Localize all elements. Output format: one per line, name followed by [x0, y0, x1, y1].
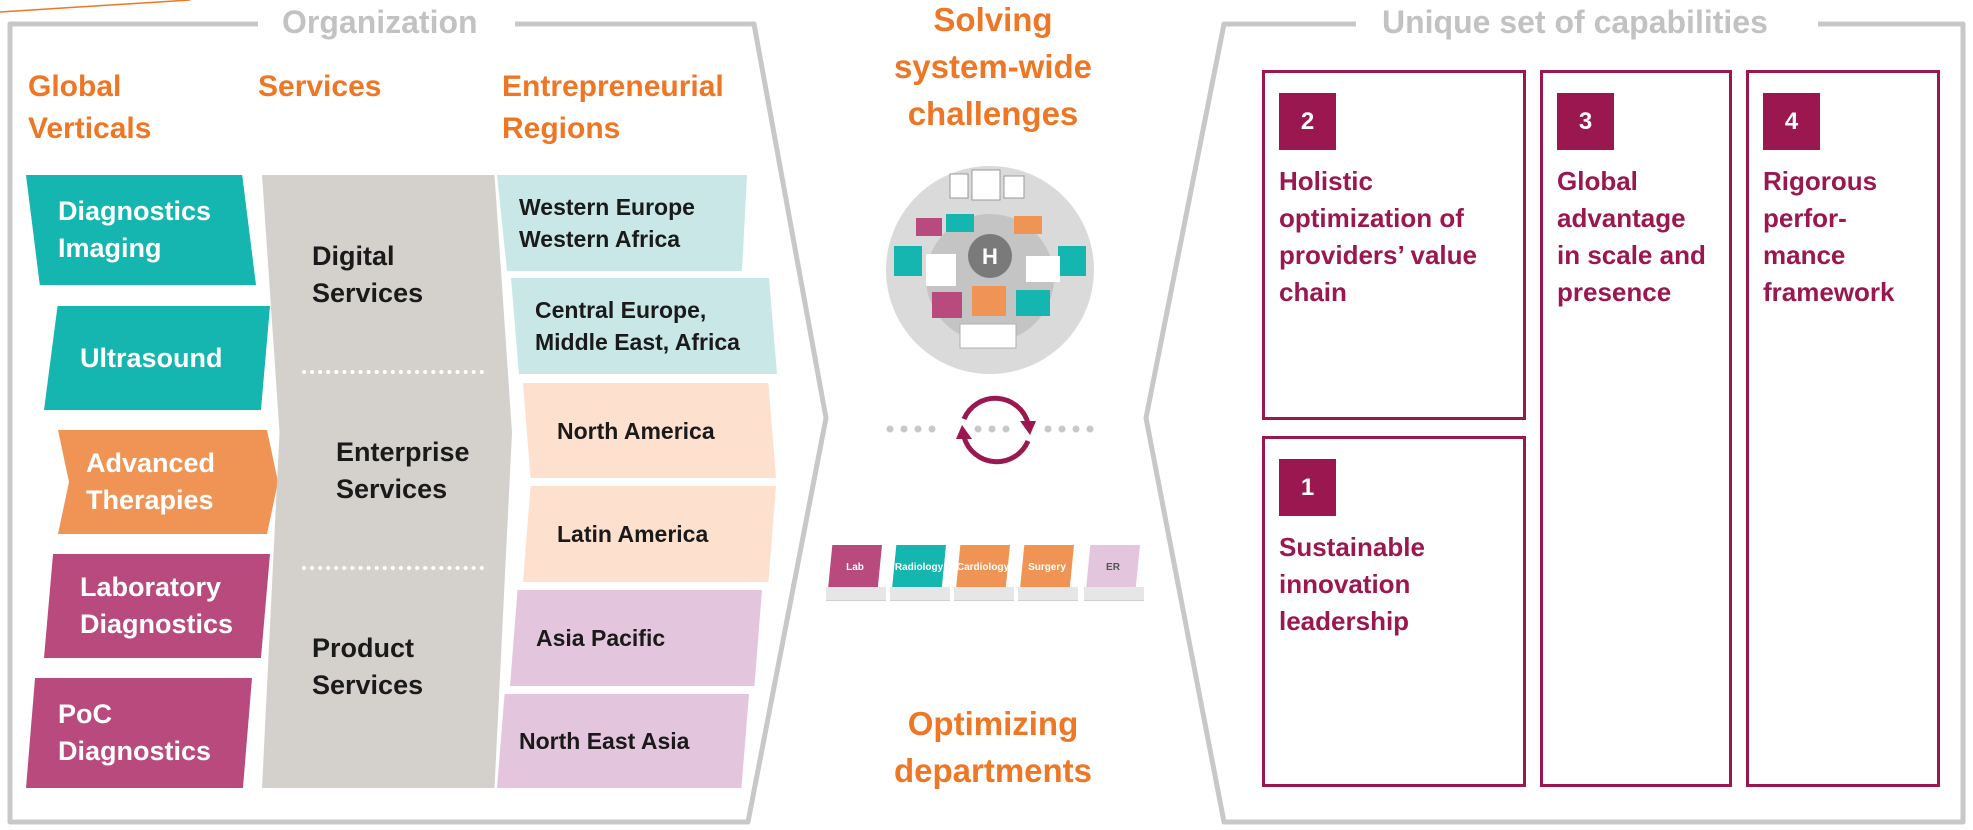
capability-number: 1 — [1279, 459, 1336, 516]
region-asia-pacific: Asia Pacific — [510, 590, 762, 686]
region-label: North East Asia — [519, 728, 690, 754]
title-line: system-wide — [893, 48, 1093, 85]
vertical-label: Diagnostics — [58, 196, 212, 226]
capability-line: innovation — [1279, 569, 1411, 599]
regions-header: Entrepreneurial Regions — [502, 66, 724, 150]
services-divider — [302, 370, 484, 374]
vertical-poc-diagnostics: PoC Diagnostics — [26, 678, 252, 788]
capability-number: 3 — [1557, 93, 1614, 150]
vertical-label: Imaging — [58, 233, 162, 263]
service-enterprise: Enterprise Services — [336, 434, 470, 508]
cycle-arrows-icon — [886, 395, 1094, 465]
service-label: Services — [312, 278, 424, 308]
capability-line: in scale and — [1557, 240, 1706, 270]
capability-box-2: 2 Holistic optimization of providers’ va… — [1262, 70, 1526, 420]
capability-text: Holistic optimization of providers’ valu… — [1279, 163, 1477, 311]
title-line: Solving — [933, 1, 1053, 38]
vertical-label: PoC — [58, 699, 112, 729]
capability-line: advantage — [1557, 203, 1686, 233]
vertical-label: Diagnostics — [80, 609, 234, 639]
capability-box-3: 3 Global advantage in scale and presence — [1540, 70, 1732, 787]
region-label: Western Africa — [519, 226, 681, 252]
dept-base — [1084, 587, 1144, 601]
title-line: challenges — [907, 95, 1079, 132]
optimizing-departments-title: Optimizing departments — [843, 700, 1143, 794]
capability-line: Rigorous — [1763, 166, 1878, 196]
dept-base — [890, 587, 950, 601]
region-label: Asia Pacific — [536, 625, 666, 651]
service-label: Services — [312, 670, 424, 700]
capability-line: providers’ value — [1279, 240, 1477, 270]
region-north-east-asia: North East Asia — [497, 694, 749, 788]
capability-line: Sustainable — [1279, 532, 1425, 562]
dept-lab: Lab — [828, 545, 882, 589]
dept-surgery: Surgery — [1020, 545, 1074, 589]
region-label: Latin America — [557, 521, 709, 547]
capability-line: framework — [1763, 277, 1895, 307]
region-latin-america: Latin America — [523, 486, 776, 582]
capability-line: mance — [1763, 240, 1846, 270]
service-label: Enterprise — [336, 437, 470, 467]
header-line: Verticals — [28, 112, 152, 145]
region-north-america: North America — [523, 383, 776, 478]
decorative-line — [0, 0, 191, 13]
global-verticals-header: Global Verticals — [28, 66, 151, 150]
capability-box-1: 1 Sustainable innovation leadership — [1262, 436, 1526, 787]
dept-base — [954, 587, 1014, 601]
organization-title: Organization — [260, 4, 500, 41]
header-line: Services — [258, 70, 382, 103]
region-label: Western Europe — [519, 194, 695, 220]
region-label: Central Europe, — [535, 297, 707, 323]
vertical-label: Advanced — [86, 448, 216, 478]
services-divider — [302, 566, 484, 570]
dept-base — [1018, 587, 1078, 601]
service-label: Services — [336, 474, 448, 504]
capability-line: chain — [1279, 277, 1347, 307]
capability-number: 2 — [1279, 93, 1336, 150]
service-label: Digital — [312, 241, 395, 271]
capability-line: presence — [1557, 277, 1672, 307]
region-central-europe-mea: Central Europe, Middle East, Africa — [511, 278, 777, 374]
dept-radiology: Radiology — [892, 545, 946, 589]
dept-base — [826, 587, 886, 601]
title-line: Optimizing — [907, 705, 1079, 742]
vertical-label: Ultrasound — [80, 342, 223, 373]
header-line: Entrepreneurial — [502, 70, 724, 103]
service-product: Product Services — [312, 630, 423, 704]
capability-line: Global — [1557, 166, 1638, 196]
capability-line: optimization of — [1279, 203, 1464, 233]
services-header: Services — [258, 66, 381, 108]
title-line: departments — [893, 752, 1093, 789]
region-label: North America — [557, 417, 715, 444]
services-chevron — [262, 175, 512, 788]
region-label: Middle East, Africa — [535, 329, 740, 355]
hospital-label: H — [982, 244, 998, 269]
capability-number: 4 — [1763, 93, 1820, 150]
service-digital: Digital Services — [312, 238, 423, 312]
capability-text: Rigorous perfor- mance framework — [1763, 163, 1895, 311]
capabilities-title: Unique set of capabilities — [1360, 4, 1790, 41]
vertical-label: Laboratory — [80, 572, 222, 602]
service-label: Product — [312, 633, 415, 663]
dept-cardiology: Cardiology — [956, 545, 1010, 589]
dept-er: ER — [1086, 545, 1140, 589]
capability-text: Sustainable innovation leadership — [1279, 529, 1425, 640]
capability-box-4: 4 Rigorous perfor- mance framework — [1746, 70, 1940, 787]
vertical-ultrasound: Ultrasound — [44, 306, 270, 410]
solving-challenges-title: Solving system-wide challenges — [843, 0, 1143, 137]
capability-line: leadership — [1279, 606, 1410, 636]
capability-line: perfor- — [1763, 203, 1847, 233]
vertical-label: Diagnostics — [58, 736, 212, 766]
vertical-label: Therapies — [86, 485, 214, 515]
header-line: Global — [28, 70, 122, 103]
header-line: Regions — [502, 112, 621, 145]
capability-line: Holistic — [1279, 166, 1373, 196]
hospital-illustration: H — [886, 166, 1094, 374]
capability-text: Global advantage in scale and presence — [1557, 163, 1706, 311]
